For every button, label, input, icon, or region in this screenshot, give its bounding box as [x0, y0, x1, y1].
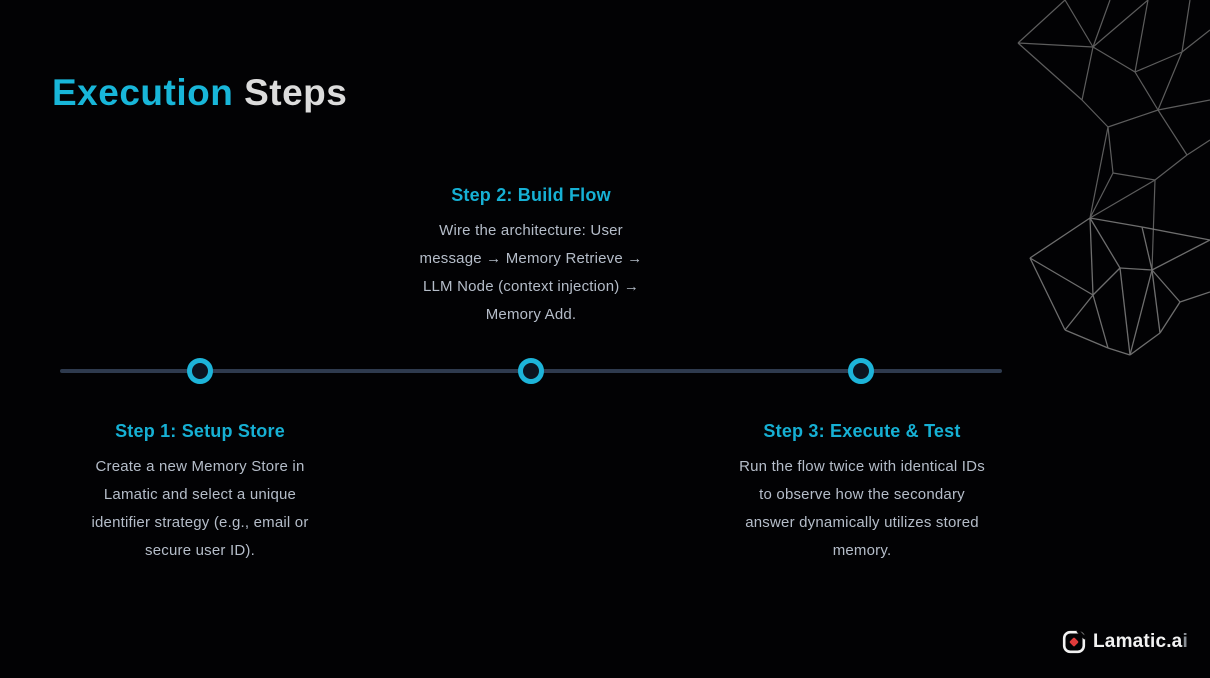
step-1-body: Create a new Memory Store in Lamatic and… [91, 458, 309, 559]
logo-text-main: Lamatic.a [1093, 631, 1183, 652]
step-1-heading: Step 1: Setup Store [115, 421, 285, 441]
lamatic-logo-icon [1062, 630, 1086, 654]
page-title: Execution Steps [52, 72, 347, 114]
step-2-body: Wire the architecture: User message → Me… [419, 222, 643, 323]
timeline-node-3 [848, 358, 874, 384]
step-3-body: Run the flow twice with identical IDs to… [739, 458, 985, 559]
step-3-block: Step 3: Execute & Test Run the flow twic… [736, 421, 988, 565]
lamatic-logo: Lamatic.ai [1062, 630, 1188, 654]
lamatic-logo-text: Lamatic.ai [1093, 631, 1188, 653]
network-mesh-decoration [1017, 0, 1210, 356]
logo-text-tail: i [1182, 631, 1188, 652]
step-1-block: Step 1: Setup Store Create a new Memory … [80, 421, 320, 565]
title-rest: Steps [233, 72, 348, 113]
timeline-node-1 [187, 358, 213, 384]
step-3-heading: Step 3: Execute & Test [763, 421, 961, 441]
step-2-block: Step 2: Build Flow Wire the architecture… [412, 185, 650, 329]
title-accent: Execution [52, 72, 234, 113]
step-2-heading: Step 2: Build Flow [451, 185, 611, 205]
timeline-node-2 [518, 358, 544, 384]
